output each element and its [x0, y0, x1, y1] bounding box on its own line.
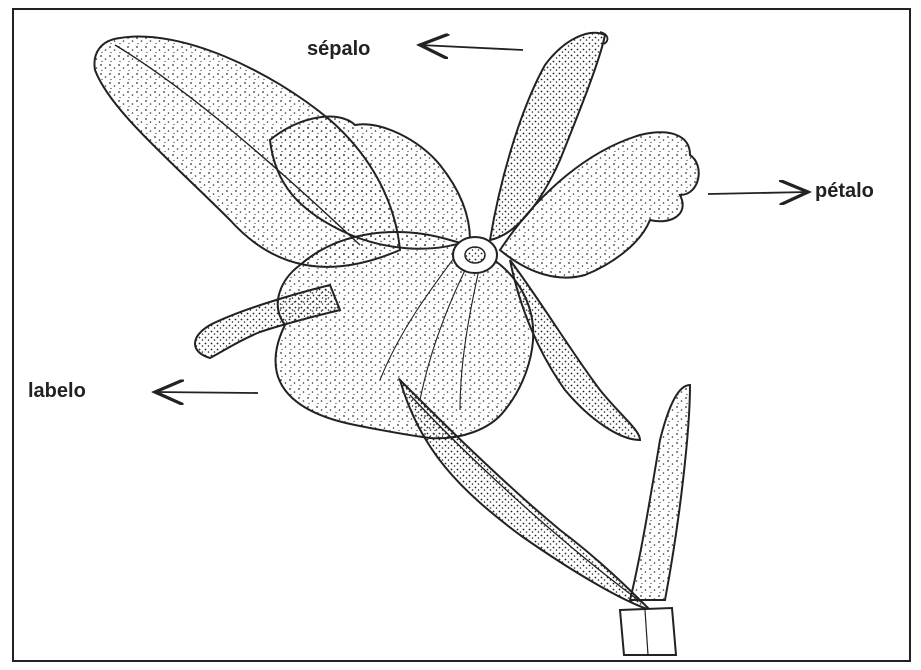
petal-pointer-arrow: [708, 192, 808, 194]
flower-column: [453, 237, 497, 273]
petal-label: pétalo: [815, 180, 874, 203]
lip-pointer-arrow: [155, 392, 258, 393]
lip-label: labelo: [28, 380, 86, 403]
sepal-label: sépalo: [307, 38, 370, 61]
sepal-pointer-arrow: [420, 45, 523, 50]
